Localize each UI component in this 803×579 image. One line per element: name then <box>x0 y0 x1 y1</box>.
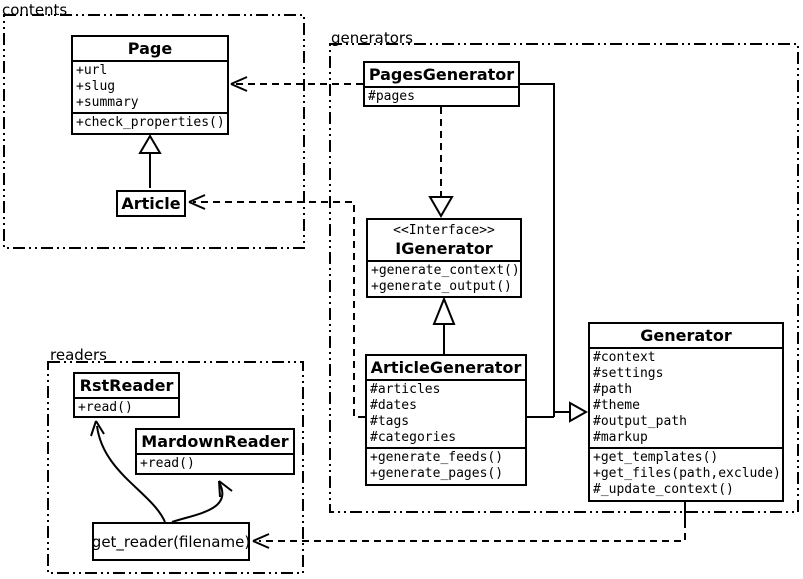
pagesgenerator-to-page-open-arrowhead <box>230 76 248 92</box>
class-rstreader-methods: +read() <box>75 397 178 417</box>
method-row: +read() <box>78 400 133 415</box>
class-igenerator-methods: +generate_context() +generate_output() <box>368 260 520 296</box>
class-igenerator-title: <<Interface>> IGenerator <box>368 220 520 260</box>
attribute-row: #pages <box>368 89 415 104</box>
class-page-methods: +check_properties() <box>73 112 227 132</box>
method-row: +generate_output() <box>371 279 512 294</box>
getreader-to-rstreader-curve <box>96 425 166 523</box>
class-page: Page +url +slug +summary +check_properti… <box>71 35 229 135</box>
class-articlegenerator-methods: +generate_feeds() +generate_pages() <box>367 447 525 483</box>
pagesgenerator-to-igenerator-realization-arrowhead <box>428 196 454 218</box>
class-pagesgenerator-title: PagesGenerator <box>368 65 515 84</box>
class-rstreader: RstReader +read() <box>73 372 180 418</box>
method-row: #_update_context() <box>593 482 734 497</box>
article-to-page-generalization-arrowhead <box>138 134 162 154</box>
generator-to-getreader-open-arrowhead <box>252 533 270 549</box>
method-row: +get_templates() <box>593 450 719 465</box>
class-igenerator: <<Interface>> IGenerator +generate_conte… <box>366 218 522 298</box>
readers-package-border <box>47 361 304 574</box>
getreader-node-label: get_reader(filename) <box>91 532 251 551</box>
class-mardownreader-methods: +read() <box>137 453 293 473</box>
attribute-row: #articles <box>370 382 441 397</box>
class-article-title: Article <box>121 193 181 213</box>
class-pagesgenerator-attributes: #pages <box>365 86 518 106</box>
articlegenerator-to-article-dashed-line <box>193 201 365 418</box>
attribute-row: #settings <box>593 366 664 381</box>
generators-to-generator-trunk-line <box>520 83 570 418</box>
attribute-row: #tags <box>370 414 410 429</box>
class-articlegenerator-attributes: #articles #dates #tags #categories <box>367 379 525 447</box>
method-row: +read() <box>140 456 195 471</box>
readers-package-label: readers <box>50 346 107 364</box>
method-row: +get_files(path,exclude) <box>593 466 781 481</box>
class-articlegenerator-title: ArticleGenerator <box>370 358 522 377</box>
articlegenerator-to-article-open-arrowhead <box>188 194 206 210</box>
getreader-to-rstreader-open-arrowhead <box>90 420 105 437</box>
contents-package-border <box>3 14 305 249</box>
class-generator-title: Generator <box>640 326 732 345</box>
attribute-row: #dates <box>370 398 417 413</box>
class-rstreader-title: RstReader <box>79 376 174 395</box>
class-article: Article <box>116 190 186 217</box>
class-generator-methods: +get_templates() +get_files(path,exclude… <box>590 447 782 499</box>
attribute-row: #path <box>593 382 633 397</box>
generators-package-label: generators <box>331 29 413 47</box>
attribute-row: +summary <box>76 95 139 110</box>
attribute-row: #output_path <box>593 414 687 429</box>
getreader-node: get_reader(filename) <box>92 522 250 561</box>
class-page-title: Page <box>127 39 173 58</box>
method-row: +generate_pages() <box>370 466 504 481</box>
attribute-row: #categories <box>370 430 457 445</box>
class-pagesgenerator: PagesGenerator #pages <box>363 61 520 107</box>
class-igenerator-stereotype: <<Interface>> <box>393 223 495 238</box>
articlegenerator-to-igenerator-generalization-arrowhead <box>432 296 456 325</box>
attribute-row: #context <box>593 350 656 365</box>
attribute-row: +url <box>76 63 108 78</box>
getreader-to-mardownreader-curve <box>171 481 224 523</box>
class-generator: Generator #context #settings #path #them… <box>588 322 784 502</box>
attribute-row: #markup <box>593 430 648 445</box>
generators-to-generator-generalization-arrowhead <box>569 401 589 423</box>
attribute-row: #theme <box>593 398 640 413</box>
class-mardownreader-title: MardownReader <box>141 432 289 451</box>
class-page-attributes: +url +slug +summary <box>73 60 227 112</box>
getreader-to-mardownreader-open-arrowhead <box>218 480 233 498</box>
contents-package-label: contents <box>2 1 68 19</box>
class-articlegenerator: ArticleGenerator #articles #dates #tags … <box>365 354 527 486</box>
generator-to-getreader-dashed-line <box>259 521 686 542</box>
class-generator-attributes: #context #settings #path #theme #output_… <box>590 347 782 447</box>
method-row: +check_properties() <box>76 115 225 130</box>
attribute-row: +slug <box>76 79 116 94</box>
method-row: +generate_feeds() <box>370 450 504 465</box>
generators-package-border <box>329 43 799 513</box>
class-mardownreader: MardownReader +read() <box>135 428 295 475</box>
class-igenerator-name: IGenerator <box>395 239 493 258</box>
method-row: +generate_context() <box>371 263 520 278</box>
